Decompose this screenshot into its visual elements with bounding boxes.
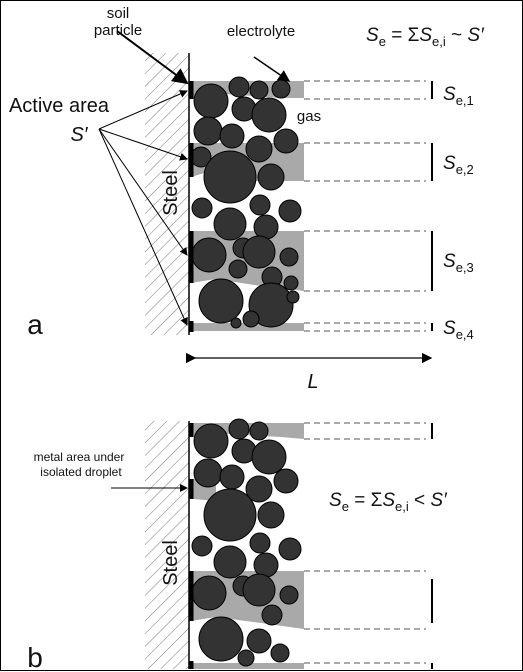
steel-wall-b <box>145 421 189 669</box>
soil-particle <box>278 199 302 223</box>
soil-particle <box>279 585 299 605</box>
soil-particle-label-line2: particle <box>94 22 142 39</box>
segment-label-1: Se,1 <box>443 84 474 108</box>
soil-particle <box>242 573 276 607</box>
panel-b-letter: b <box>27 642 43 672</box>
panel-b: metal area under isolated droplet Steel … <box>27 418 448 672</box>
soil-particle <box>191 535 213 557</box>
soil-particle <box>261 604 283 626</box>
soil-particle <box>228 259 248 279</box>
projection-lines-a <box>304 80 426 332</box>
equation-b: Se = ΣSe,i < S′ <box>329 490 448 514</box>
soil-particle <box>191 575 227 611</box>
soil-particle <box>213 545 247 579</box>
droplet-label-line1: metal area under <box>34 450 125 464</box>
soil-particle <box>237 649 255 667</box>
electrolyte-arrow <box>253 56 291 82</box>
soil-particle <box>249 194 271 216</box>
panel-a: L soil particle electrolyte gas Active a… <box>9 5 485 393</box>
soil-particle <box>251 97 287 133</box>
soil-particles-a <box>190 76 302 329</box>
electrolyte-label: electrolyte <box>227 23 295 40</box>
equation-a: Se = ΣSe,i ~ S′ <box>366 25 485 49</box>
soil-particle <box>219 464 245 490</box>
soil-particle <box>193 116 223 146</box>
soil-particle <box>228 76 250 98</box>
gas-label: gas <box>297 108 321 125</box>
soil-particle <box>249 80 269 100</box>
soil-particle <box>191 237 227 273</box>
soil-particle <box>253 552 279 578</box>
panel-a-letter: a <box>27 309 43 340</box>
soil-particle <box>279 247 299 267</box>
soil-particle <box>278 537 302 561</box>
soil-particle <box>251 439 287 475</box>
soil-particle <box>270 643 290 663</box>
steel-label-b: Steel <box>160 540 182 586</box>
soil-particle <box>193 83 229 119</box>
soil-particle <box>219 123 245 149</box>
soil-particle <box>257 501 285 529</box>
steel-label-a: Steel <box>160 170 182 216</box>
soil-particle <box>271 79 291 99</box>
segment-label-4: Se,4 <box>443 318 474 342</box>
soil-particle <box>286 290 300 304</box>
active-area-symbol: S′ <box>70 124 88 146</box>
soil-particle <box>228 418 250 440</box>
projection-lines-b <box>304 422 426 664</box>
soil-particle <box>242 310 260 328</box>
soil-particle <box>246 628 272 654</box>
soil-particle <box>257 163 285 191</box>
soil-particles-b <box>191 418 302 667</box>
length-label: L <box>307 371 318 393</box>
soil-particle <box>249 532 271 554</box>
segment-label-2: Se,2 <box>443 153 474 177</box>
segment-label-3: Se,3 <box>443 251 474 275</box>
soil-particle <box>245 475 273 503</box>
active-area-label: Active area <box>9 95 110 117</box>
soil-particle <box>193 423 229 459</box>
soil-particle <box>213 207 247 241</box>
soil-particle <box>203 488 257 542</box>
soil-particle <box>198 616 244 662</box>
soil-particle <box>242 235 276 269</box>
droplet-label-line2: isolated droplet <box>40 465 122 479</box>
soil-particle <box>191 197 213 219</box>
soil-particle-arrow <box>116 30 189 85</box>
soil-particle <box>248 282 294 328</box>
soil-particle <box>203 150 257 204</box>
soil-particle-label-line1: soil <box>107 5 130 22</box>
soil-particle <box>253 214 279 240</box>
soil-particle <box>249 421 269 441</box>
soil-particle <box>273 128 299 154</box>
soil-particle <box>245 135 273 163</box>
active-area-arrows <box>98 90 188 326</box>
soil-particle <box>193 458 223 488</box>
soil-particle <box>198 278 244 324</box>
soil-particle <box>273 468 299 494</box>
soil-particle <box>230 317 242 329</box>
soil-particle <box>283 275 299 291</box>
